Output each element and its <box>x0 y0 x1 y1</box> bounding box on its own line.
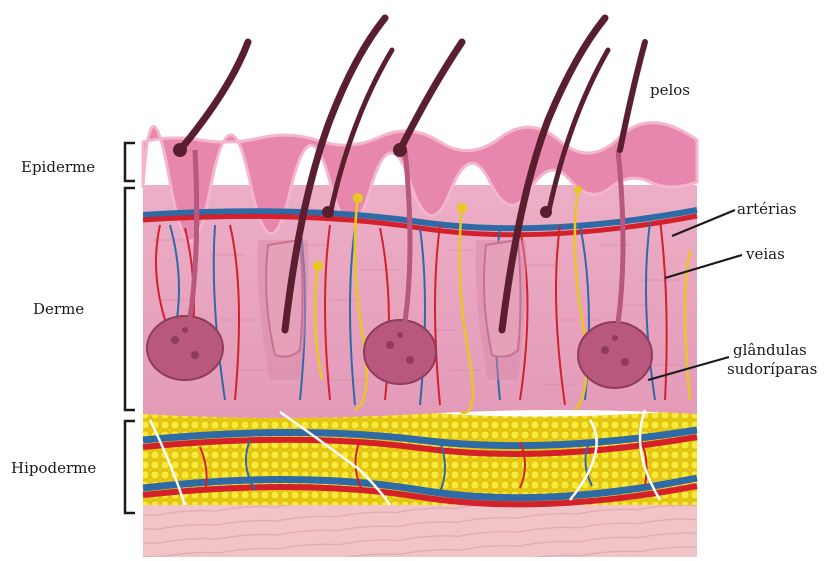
label-veias: veias <box>746 245 785 264</box>
bracket-icon <box>125 143 135 181</box>
label-derme: Derme <box>33 300 84 319</box>
muscle-layer <box>143 500 697 557</box>
label-pelos: pelos <box>650 81 690 100</box>
label-glandulas: glândulas sudoríparas <box>727 341 817 379</box>
label-epiderme: Epiderme <box>21 158 95 177</box>
bracket-icon <box>125 421 135 513</box>
label-arterias: artérias <box>737 200 797 219</box>
label-glandulas-line2: sudoríparas <box>727 360 817 379</box>
label-glandulas-line1: glândulas <box>727 341 817 360</box>
bracket-icon <box>125 188 135 410</box>
label-hipoderme: Hipoderme <box>11 459 96 478</box>
